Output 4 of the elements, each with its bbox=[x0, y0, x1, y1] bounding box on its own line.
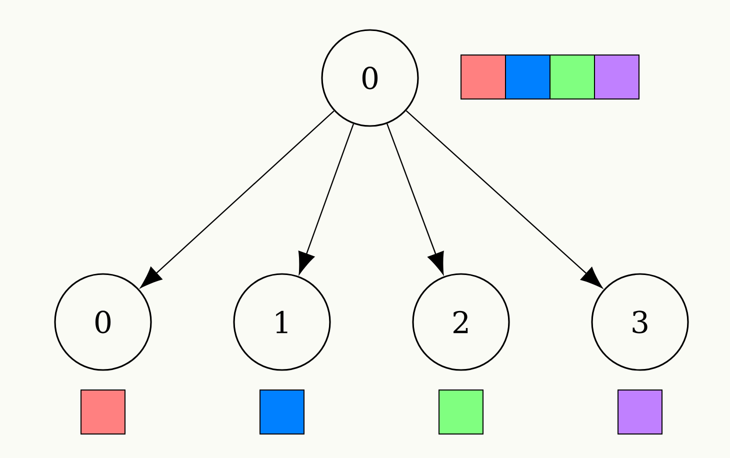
arrow bbox=[140, 110, 334, 288]
arrow bbox=[298, 124, 354, 274]
arrow bbox=[386, 124, 444, 275]
arrow bbox=[406, 110, 603, 288]
